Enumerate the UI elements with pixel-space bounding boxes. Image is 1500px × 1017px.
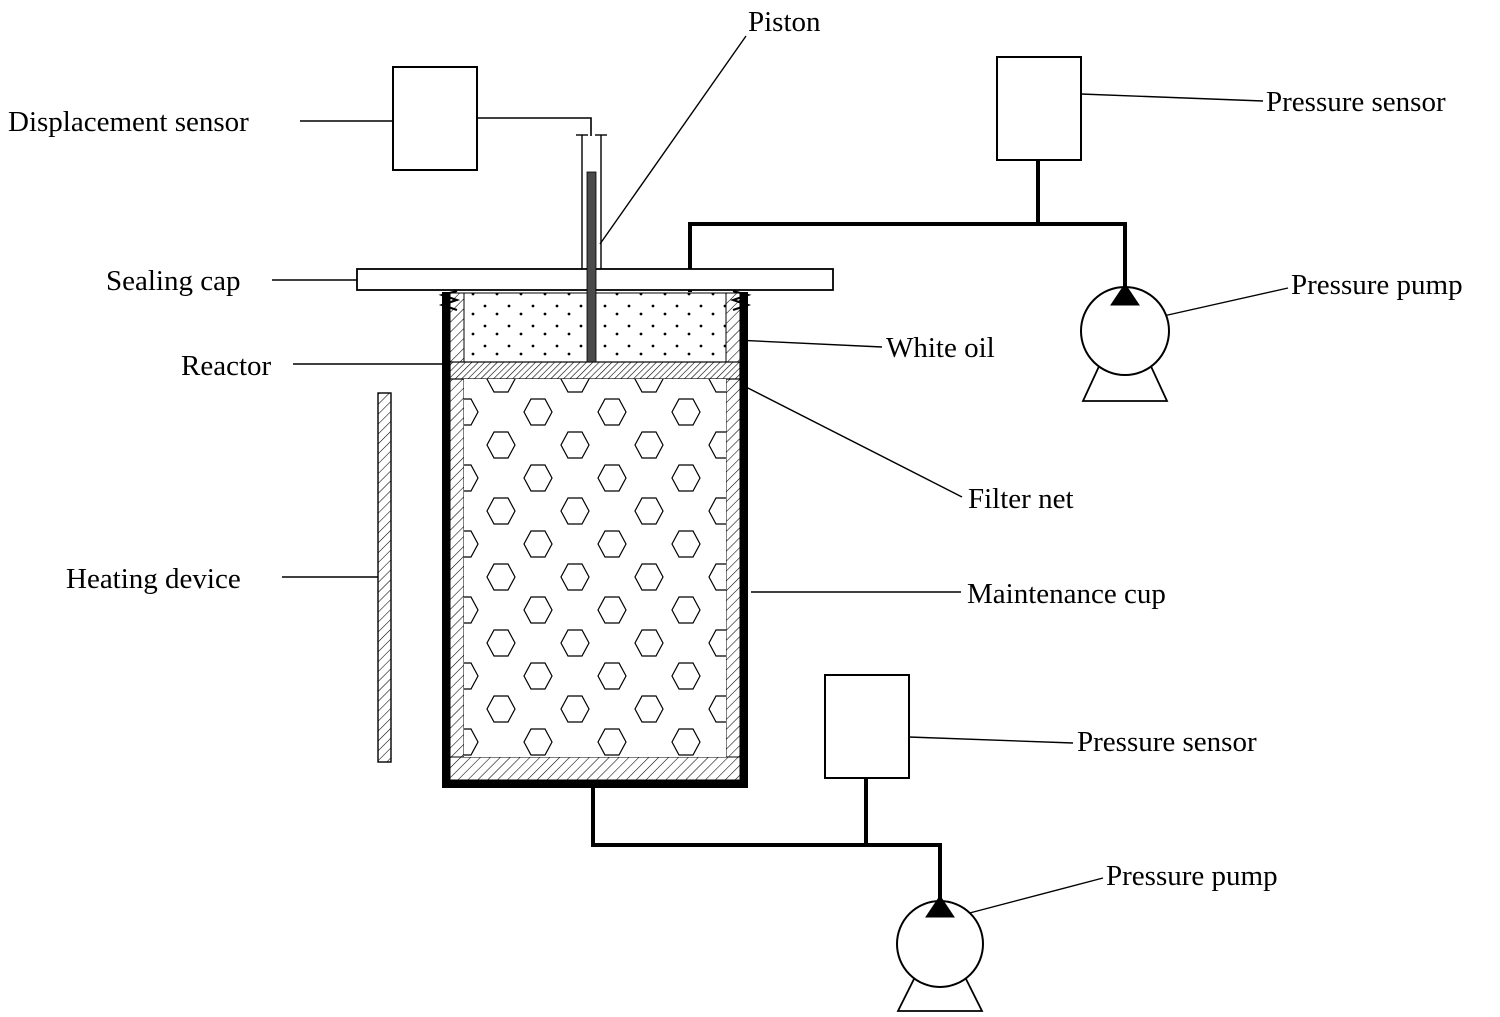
piston-rod [586,171,597,363]
tube-bottom [591,786,942,898]
pressure-sensor-top-box [996,56,1082,161]
label-pressure-pump-top: Pressure pump [1291,269,1463,301]
pressure-pump-bottom [896,895,984,1012]
label-pressure-pump-bottom: Pressure pump [1106,860,1278,892]
leader-pressure-pump-bottom [961,877,1104,916]
heating-device-strip [377,392,392,763]
pump-top-inlet-triangle [1110,283,1140,306]
clamp-serration-left [438,290,461,311]
leader-pressure-sensor-top [1080,93,1264,102]
label-heating-device: Heating device [66,563,241,595]
label-white-oil: White oil [886,332,995,364]
pump-bottom-inlet-triangle [925,895,955,918]
label-piston: Piston [748,6,821,38]
sample-chamber [464,379,726,757]
label-pressure-sensor-bottom: Pressure sensor [1077,726,1257,758]
reactor-vessel [438,290,752,788]
leader-lines [272,35,1289,916]
tube-top [688,222,1127,292]
leader-piston [599,35,747,245]
label-pressure-sensor-top: Pressure sensor [1266,86,1446,118]
displacement-sensor-link [477,117,592,136]
leader-filter-net [743,385,963,498]
label-sealing-cap: Sealing cap [106,265,240,297]
label-filter-net: Filter net [968,483,1074,515]
filter-net-band [449,361,741,380]
label-displacement-sensor: Displacement sensor [8,106,249,138]
tubing [591,160,1127,898]
label-maintenance-cup: Maintenance cup [967,578,1166,610]
pressure-pump-top [1080,283,1170,402]
clamp-serration-right [729,290,752,311]
reactor-lining-bottom [449,756,741,781]
leader-pressure-sensor-bottom [908,736,1074,744]
displacement-sensor-box [392,66,478,171]
pressure-sensor-bottom-box [824,674,910,779]
leader-pressure-pump-top [1149,287,1289,320]
label-reactor: Reactor [181,350,272,382]
piston-assembly [477,117,607,363]
